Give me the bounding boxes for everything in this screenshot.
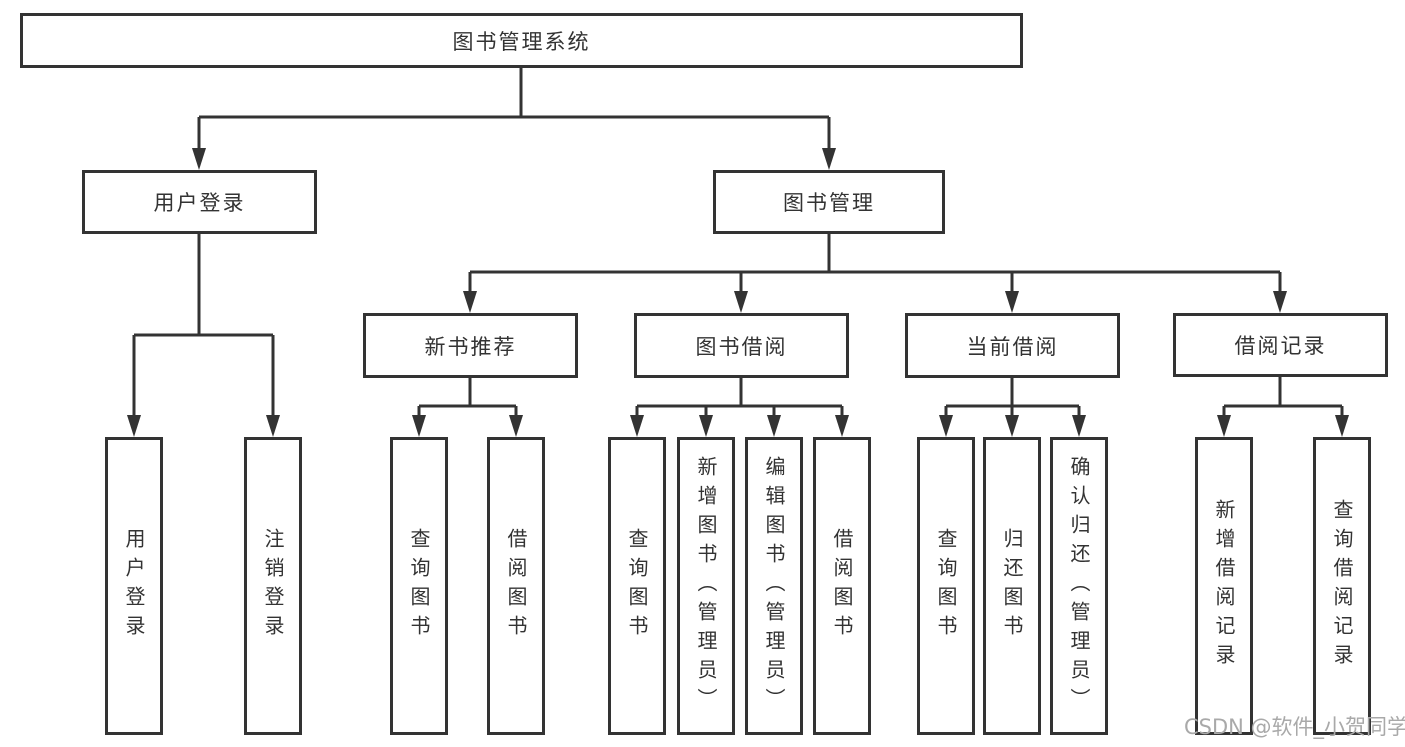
arrowhead-down-icon	[1072, 415, 1086, 437]
leaf-label: 查询图书	[625, 528, 649, 644]
leaf-query-book-recommend: 查询图书	[390, 437, 448, 735]
leaf-label: 借阅图书	[830, 528, 854, 644]
node-label: 借阅记录	[1234, 334, 1327, 358]
arrowhead-down-icon	[266, 415, 280, 437]
node-book-borrow: 图书借阅	[634, 313, 849, 378]
leaf-label: 新增图书（管理员）	[694, 455, 718, 717]
node-label: 新书推荐	[424, 334, 517, 359]
leaf-label: 查询图书	[934, 528, 958, 644]
connector-bookmgmt-to-level3	[468, 234, 1282, 293]
arrowhead-down-icon	[509, 415, 523, 437]
leaf-label: 归还图书	[1000, 528, 1024, 644]
leaf-add-book-admin: 新增图书（管理员）	[677, 437, 735, 735]
arrowhead-down-icon	[192, 148, 206, 170]
node-label: 图书借阅	[695, 334, 788, 359]
leaf-label: 注销登录	[261, 528, 285, 644]
arrowhead-down-icon	[1335, 415, 1349, 437]
arrowhead-down-icon	[699, 415, 713, 437]
arrowhead-down-icon	[822, 148, 836, 170]
node-label: 图书管理	[783, 191, 875, 215]
leaf-user-login: 用户登录	[105, 437, 163, 735]
connector-current-group	[944, 378, 1081, 417]
node-user-login: 用户登录	[82, 170, 317, 234]
connector-records-group	[1222, 377, 1344, 417]
node-label: 图书管理系统	[452, 29, 591, 54]
leaf-edit-book-admin: 编辑图书（管理员）	[745, 437, 803, 735]
node-new-book-recommend: 新书推荐	[363, 313, 578, 378]
arrowhead-down-icon	[127, 415, 141, 437]
leaf-logout: 注销登录	[244, 437, 302, 735]
leaf-borrow-book: 借阅图书	[813, 437, 871, 735]
leaf-label: 用户登录	[122, 528, 146, 644]
leaf-borrow-book-recommend: 借阅图书	[487, 437, 545, 735]
arrowhead-down-icon	[1005, 415, 1019, 437]
arrowhead-down-icon	[767, 415, 781, 437]
leaf-label: 借阅图书	[504, 528, 528, 644]
arrowhead-down-icon	[1217, 415, 1231, 437]
leaf-return-book: 归还图书	[983, 437, 1041, 735]
leaf-add-borrow-record: 新增借阅记录	[1195, 437, 1253, 735]
arrowhead-down-icon	[630, 415, 644, 437]
leaf-query-book-borrow: 查询图书	[608, 437, 666, 735]
csdn-watermark: CSDN @软件_小贺同学	[1184, 715, 1405, 739]
connector-borrow-group	[635, 378, 844, 417]
leaf-label: 新增借阅记录	[1212, 499, 1236, 673]
arrowhead-down-icon	[939, 415, 953, 437]
node-current-borrow: 当前借阅	[905, 313, 1120, 378]
leaf-query-borrow-record: 查询借阅记录	[1313, 437, 1371, 735]
arrowhead-down-icon	[412, 415, 426, 437]
node-book-management: 图书管理	[713, 170, 945, 234]
node-label: 当前借阅	[966, 334, 1059, 359]
node-label: 用户登录	[153, 191, 246, 215]
leaf-label: 确认归还（管理员）	[1067, 455, 1091, 717]
node-root-system: 图书管理系统	[20, 13, 1023, 68]
leaf-label: 查询图书	[407, 528, 431, 644]
leaf-label: 查询借阅记录	[1330, 499, 1354, 673]
arrowhead-down-icon	[734, 291, 748, 313]
arrowhead-down-icon	[463, 291, 477, 313]
leaf-confirm-return-admin: 确认归还（管理员）	[1050, 437, 1108, 735]
connector-recommend-group	[417, 377, 518, 417]
arrowhead-down-icon	[1273, 291, 1287, 313]
arrowhead-down-icon	[1005, 291, 1019, 313]
connector-root-to-level2	[197, 68, 831, 150]
node-borrow-records: 借阅记录	[1173, 313, 1388, 377]
leaf-query-book-current: 查询图书	[917, 437, 975, 735]
arrowhead-down-icon	[835, 415, 849, 437]
leaf-label: 编辑图书（管理员）	[762, 455, 786, 717]
connector-login-group	[132, 234, 275, 417]
